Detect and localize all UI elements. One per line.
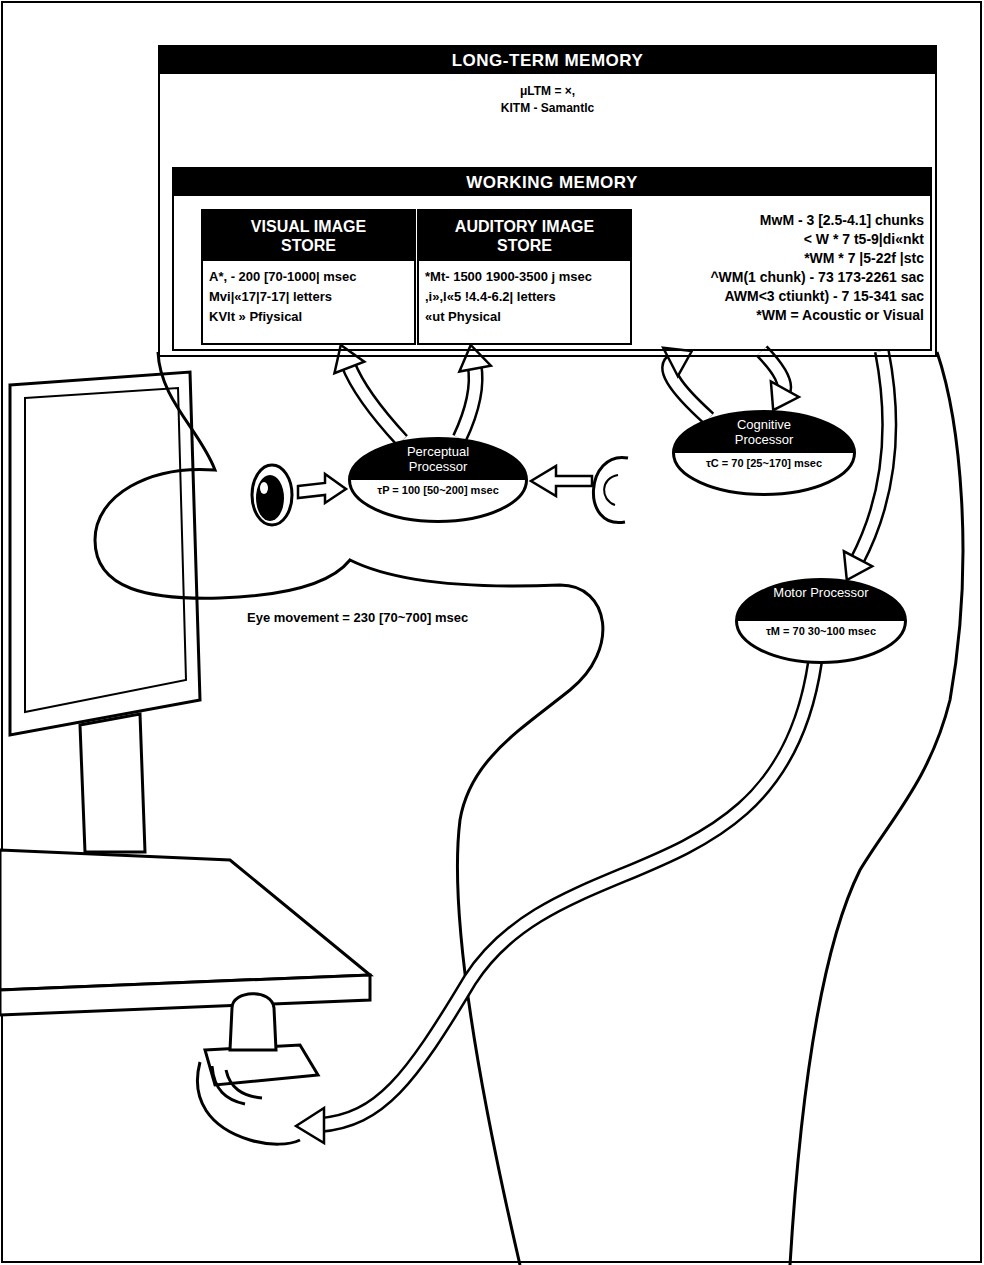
wm-parameters: MwM - 3 [2.5-4.1] chunks< W * 7 t5-9|di«… xyxy=(642,211,924,325)
desk-edge xyxy=(0,975,370,1015)
processor-ellipse: Cognitive Processor τC = 70 [25~170] msec xyxy=(672,410,856,496)
arrow-outline xyxy=(856,351,889,562)
head-back-outline xyxy=(790,352,963,1265)
parameter-text: μLTM = ×, xyxy=(160,83,935,100)
store-box: VISUAL IMAGE STOREA*, - 200 [70-1000| ms… xyxy=(201,209,416,345)
hand xyxy=(197,1062,300,1144)
cycle-time: τP = 100 [50~200] msec xyxy=(373,484,503,497)
parameter-text: MwM - 3 [2.5-4.1] chunks xyxy=(642,211,924,230)
mouse-body xyxy=(230,994,276,1050)
eye-pupil xyxy=(256,475,284,521)
parameter-text: Mvi|«17|7-17| letters xyxy=(209,287,408,307)
ellipse-fill xyxy=(350,439,527,522)
arrow-fill xyxy=(460,365,476,439)
arrow-outline xyxy=(348,364,402,441)
hand-arrow-fill xyxy=(320,662,815,1125)
store-heading: AUDITORY IMAGE STORE xyxy=(419,211,630,261)
arrow-fill xyxy=(348,364,402,441)
memory-box: LONG-TERM MEMORY μLTM = ×,KITM - Samantlc… xyxy=(158,45,937,357)
parameter-text: AWM<3 ctiunkt) - 7 15-341 sac xyxy=(642,287,924,306)
parameter-text: «ut Physical xyxy=(425,307,624,327)
cycle-time: τM = 70 30~100 msec xyxy=(756,625,886,638)
eye-arrow xyxy=(298,474,346,503)
ellipse-cap xyxy=(737,580,906,622)
cycle-time: τC = 70 [25~170] msec xyxy=(699,457,829,470)
store-box: AUDITORY IMAGE STORE*Mt- 1500 1900-3500 … xyxy=(417,209,632,345)
ear-arrow xyxy=(531,466,592,496)
parameter-text: ,i»,l«5 !4.4-6.2| letters xyxy=(425,287,624,307)
box-heading: LONG-TERM MEMORY xyxy=(160,47,935,74)
ellipse-fill xyxy=(674,412,855,495)
ellipse-fill xyxy=(737,580,906,663)
desk-top xyxy=(0,850,370,990)
ellipse-cap xyxy=(674,412,855,454)
monitor-stand xyxy=(80,714,145,852)
arrow-head xyxy=(771,381,799,410)
flow-arrow xyxy=(762,351,799,410)
store-body: A*, - 200 [70-1000| msecMvi|«17|7-17| le… xyxy=(203,261,414,333)
processor-ellipse: Motor Processor τM = 70 30~100 msec xyxy=(735,578,907,664)
arrow-head xyxy=(459,345,490,372)
monitor-screen xyxy=(25,388,186,712)
ltm-parameters: μLTM = ×,KITM - Samantlc xyxy=(160,83,935,117)
processor-name: Perceptual Processor xyxy=(388,444,488,474)
parameter-text: A*, - 200 [70-1000| msec xyxy=(209,267,408,287)
parameter-text: ^WM(1 chunk) - 73 173-2261 sac xyxy=(642,268,924,287)
flow-arrow xyxy=(459,345,490,438)
store-heading: VISUAL IMAGE STORE xyxy=(203,211,414,261)
box-heading: WORKING MEMORY xyxy=(174,169,930,196)
memory-box: WORKING MEMORY MwM - 3 [2.5-4.1] chunks< … xyxy=(172,167,932,351)
store-body: *Mt- 1500 1900-3500 j msec,i»,l«5 !4.4-6… xyxy=(419,261,630,333)
flow-arrow xyxy=(663,348,709,419)
parameter-text: KITM - Samantlc xyxy=(160,100,935,117)
ear-inner xyxy=(604,475,618,505)
monitor-body xyxy=(10,372,200,735)
arrow-fill xyxy=(856,351,889,562)
parameter-text: *WM = Acoustic or Visual xyxy=(642,306,924,325)
ellipse-cap xyxy=(350,439,527,481)
processor-name: Cognitive Processor xyxy=(714,417,814,447)
parameter-text: KVlt » Pfiysical xyxy=(209,307,408,327)
processor-name: Motor Processor xyxy=(771,585,871,600)
arrow-outline xyxy=(460,365,476,439)
flow-arrow xyxy=(334,345,402,441)
parameter-text: < W * 7 t5-9|di«nkt xyxy=(642,230,924,249)
face-outline xyxy=(95,352,603,1265)
arrow-head xyxy=(663,348,692,376)
eye-glint xyxy=(260,482,268,494)
processor-ellipse: Perceptual Processor τP = 100 [50~200] ms… xyxy=(348,437,528,523)
arrow-head xyxy=(844,551,872,580)
timing-label: Eye movement = 230 [70~700] msec xyxy=(245,610,470,625)
hand-arrow-outline xyxy=(320,662,815,1125)
hand-arrow-head xyxy=(296,1108,324,1143)
parameter-text: *Mt- 1500 1900-3500 j msec xyxy=(425,267,624,287)
parameter-text: *WM * 7 |5-22f |stc xyxy=(642,249,924,268)
eye-white xyxy=(252,465,292,525)
ear xyxy=(593,457,628,522)
